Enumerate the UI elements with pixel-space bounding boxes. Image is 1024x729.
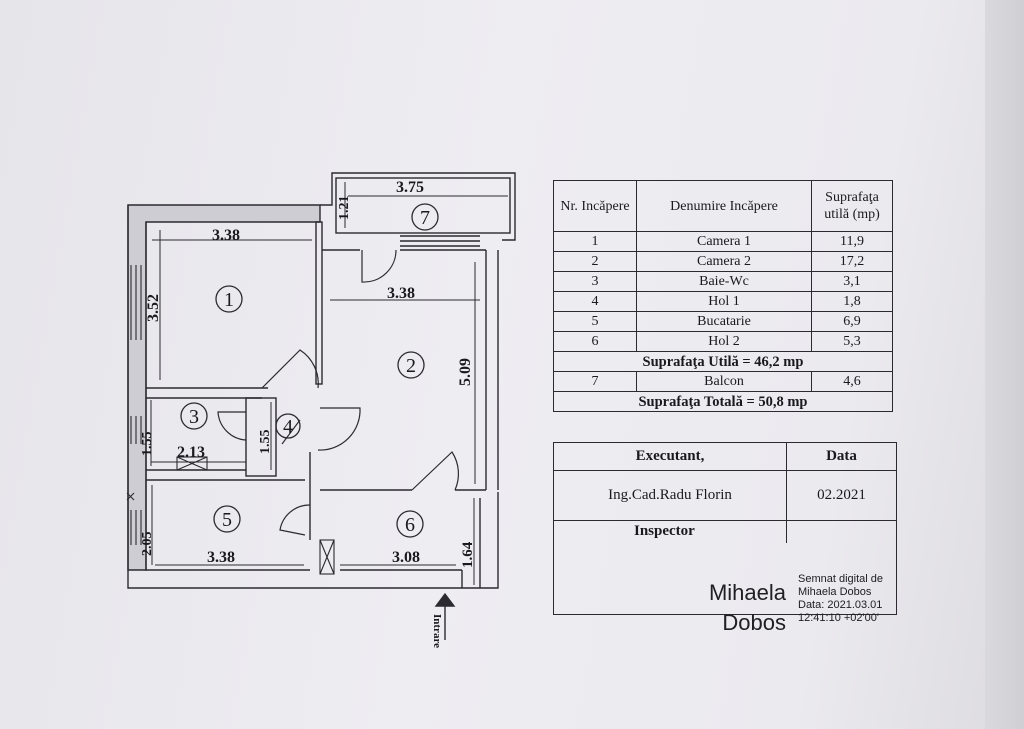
table-row: 3 Baie-Wc 3,1 bbox=[553, 271, 893, 292]
executant-name: Ing.Cad.Radu Florin bbox=[553, 470, 787, 521]
header-name: Denumire Incăpere bbox=[636, 180, 812, 232]
executant-date: 02.2021 bbox=[786, 470, 897, 521]
table-row: 4 Hol 1 1,8 bbox=[553, 291, 893, 312]
windows bbox=[130, 265, 142, 545]
row-name: Baie-Wc bbox=[636, 271, 812, 292]
page-edge bbox=[985, 0, 1024, 729]
row-area: 4,6 bbox=[811, 371, 893, 392]
table-row: 5 Bucatarie 6,9 bbox=[553, 311, 893, 332]
executant-table: Executant, Data Ing.Cad.Radu Florin 02.2… bbox=[553, 442, 897, 615]
dim-room1-width: 3.38 bbox=[212, 227, 240, 244]
entrance-arrow-icon bbox=[434, 592, 456, 640]
signature-line: 12:41:10 +02'00' bbox=[798, 612, 879, 624]
row-name: Camera 1 bbox=[636, 231, 812, 252]
dim-kitchen-width: 3.38 bbox=[207, 549, 235, 566]
table-row: 2 Camera 2 17,2 bbox=[553, 251, 893, 272]
inspector-label: Inspector bbox=[553, 520, 787, 543]
dimension-lines bbox=[150, 182, 508, 585]
row-nr: 4 bbox=[553, 291, 637, 312]
row-area: 11,9 bbox=[811, 231, 893, 252]
dim-room1-height: 3.52 bbox=[145, 294, 162, 322]
row-nr: 5 bbox=[553, 311, 637, 332]
row-area: 1,8 bbox=[811, 291, 893, 312]
room-number-6: 6 bbox=[405, 514, 415, 536]
table-header: Nr. Incăpere Denumire Incăpere Suprafaţa… bbox=[553, 180, 893, 232]
interior-walls bbox=[146, 221, 486, 540]
signature-line: Data: 2021.03.01 bbox=[798, 599, 883, 611]
row-area: 5,3 bbox=[811, 331, 893, 352]
room-markers bbox=[180, 203, 439, 538]
entrance-label: Intrare bbox=[431, 614, 443, 648]
row-area: 6,9 bbox=[811, 311, 893, 332]
dim-balcony-height: 1.21 bbox=[337, 196, 352, 221]
dim-room2-height: 5.09 bbox=[457, 358, 474, 386]
dim-bath-width: 2.13 bbox=[177, 444, 205, 461]
signature-area bbox=[553, 542, 897, 615]
signature-name: Mihaela Dobos bbox=[708, 580, 786, 635]
grand-total: Suprafaţa Totală = 50,8 mp bbox=[553, 391, 893, 412]
row-name: Balcon bbox=[636, 371, 812, 392]
row-nr: 7 bbox=[553, 371, 637, 392]
header-area: Suprafaţa utilă (mp) bbox=[811, 180, 893, 232]
row-nr: 1 bbox=[553, 231, 637, 252]
room-number-3: 3 bbox=[189, 406, 199, 428]
row-nr: 2 bbox=[553, 251, 637, 272]
dim-hall1-height: 1.55 bbox=[258, 430, 273, 455]
row-area: 17,2 bbox=[811, 251, 893, 272]
row-name: Camera 2 bbox=[636, 251, 812, 272]
room-numbers: 1 2 3 4 5 6 7 bbox=[189, 207, 430, 536]
row-name: Bucatarie bbox=[636, 311, 812, 332]
signature-line: Mihaela Dobos bbox=[798, 586, 872, 598]
door-swings bbox=[217, 249, 460, 536]
row-area: 3,1 bbox=[811, 271, 893, 292]
dim-hall2-width: 3.08 bbox=[392, 549, 420, 566]
room-number-2: 2 bbox=[406, 355, 416, 377]
date-label: Data bbox=[786, 442, 897, 471]
useful-area-total: Suprafaţa Utilă = 46,2 mp bbox=[553, 351, 893, 372]
ventilation-shafts bbox=[126, 456, 335, 575]
dim-kitchen-height: 2.05 bbox=[140, 532, 155, 557]
row-name: Hol 2 bbox=[636, 331, 812, 352]
table-row: 6 Hol 2 5,3 bbox=[553, 331, 893, 352]
header-nr: Nr. Incăpere bbox=[553, 180, 637, 232]
useful-area-total-row: Suprafaţa Utilă = 46,2 mp bbox=[553, 351, 893, 372]
dim-hall2-height: 1.64 bbox=[460, 541, 476, 568]
dimension-labels: 3.75 1.21 3.38 3.52 3.38 5.09 1.55 2.13 … bbox=[140, 179, 476, 568]
outer-walls bbox=[127, 172, 516, 589]
row-nr: 6 bbox=[553, 331, 637, 352]
room-number-5: 5 bbox=[222, 509, 232, 531]
room-number-7: 7 bbox=[420, 207, 430, 229]
table-row: 7 Balcon 4,6 bbox=[553, 371, 893, 392]
dim-bath-height: 1.55 bbox=[140, 432, 155, 457]
table-row: 1 Camera 1 11,9 bbox=[553, 231, 893, 252]
dim-balcony-width: 3.75 bbox=[396, 179, 424, 196]
signature-line: Semnat digital de bbox=[798, 573, 883, 585]
grand-total-row: Suprafaţa Totală = 50,8 mp bbox=[553, 391, 893, 412]
dim-room2-width: 3.38 bbox=[387, 285, 415, 302]
row-name: Hol 1 bbox=[636, 291, 812, 312]
room-number-1: 1 bbox=[224, 289, 234, 311]
row-nr: 3 bbox=[553, 271, 637, 292]
executant-label: Executant, bbox=[553, 442, 787, 471]
room-number-4: 4 bbox=[283, 416, 293, 438]
rooms-table: Nr. Incăpere Denumire Incăpere Suprafaţa… bbox=[553, 180, 893, 412]
digital-signature-note: Semnat digital de Mihaela Dobos Data: 20… bbox=[798, 573, 883, 625]
